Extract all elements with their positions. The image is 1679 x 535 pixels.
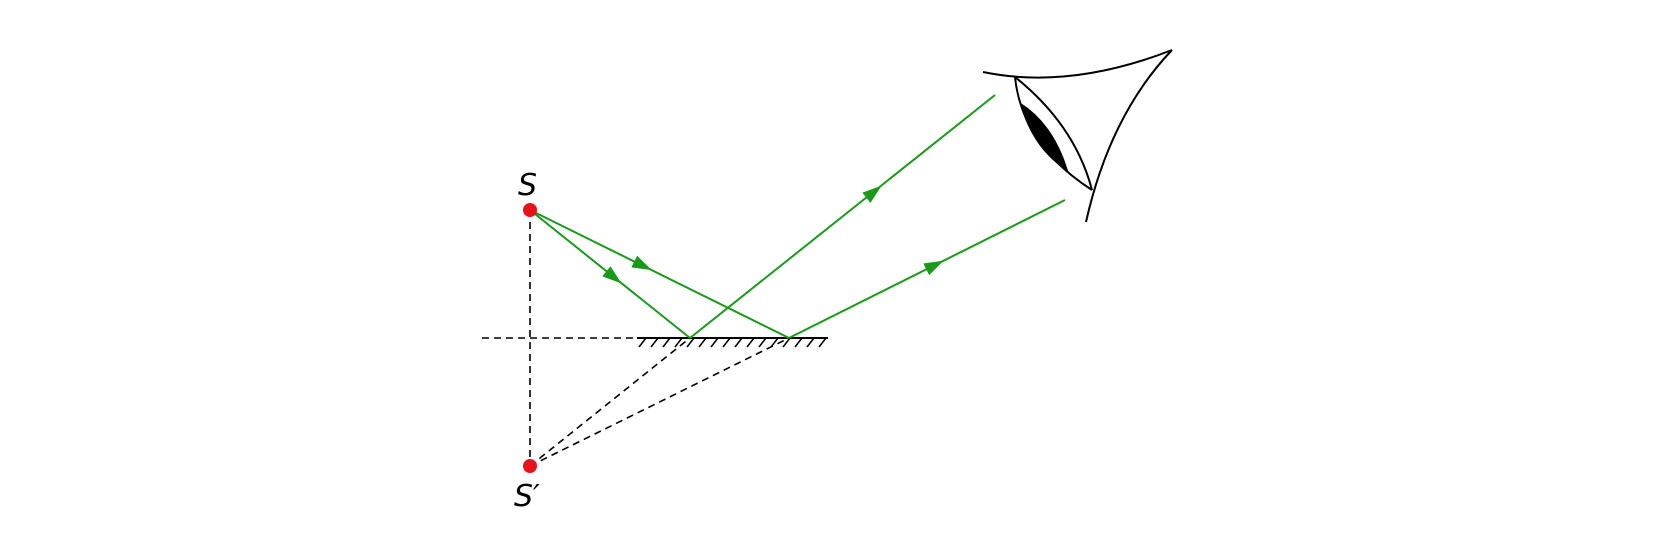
arrow-incident-2 bbox=[631, 255, 652, 271]
eye-icon bbox=[982, 49, 1173, 223]
image-point bbox=[523, 459, 537, 473]
reflected-ray-1 bbox=[689, 94, 996, 339]
source-point bbox=[523, 203, 537, 217]
mirror-hatching bbox=[638, 337, 827, 348]
arrow-incident-1 bbox=[602, 266, 622, 284]
incident-ray-2 bbox=[529, 209, 790, 339]
eye-outer-line bbox=[1014, 76, 1093, 191]
image-label: S′ bbox=[514, 479, 540, 514]
eye-pupil bbox=[1019, 102, 1069, 172]
virtual-ray-1 bbox=[529, 337, 691, 467]
source-label: S bbox=[518, 168, 537, 203]
arrow-reflected-2 bbox=[923, 260, 944, 276]
plane-mirror bbox=[637, 337, 828, 348]
arrow-reflected-1 bbox=[862, 185, 882, 203]
virtual-ray-2 bbox=[529, 337, 790, 467]
light-rays bbox=[529, 94, 1066, 339]
eye-side-lid bbox=[1085, 49, 1173, 223]
eye-inner-line bbox=[1014, 76, 1093, 191]
construction-lines bbox=[482, 210, 790, 467]
eye-upper-lid bbox=[982, 49, 1173, 79]
